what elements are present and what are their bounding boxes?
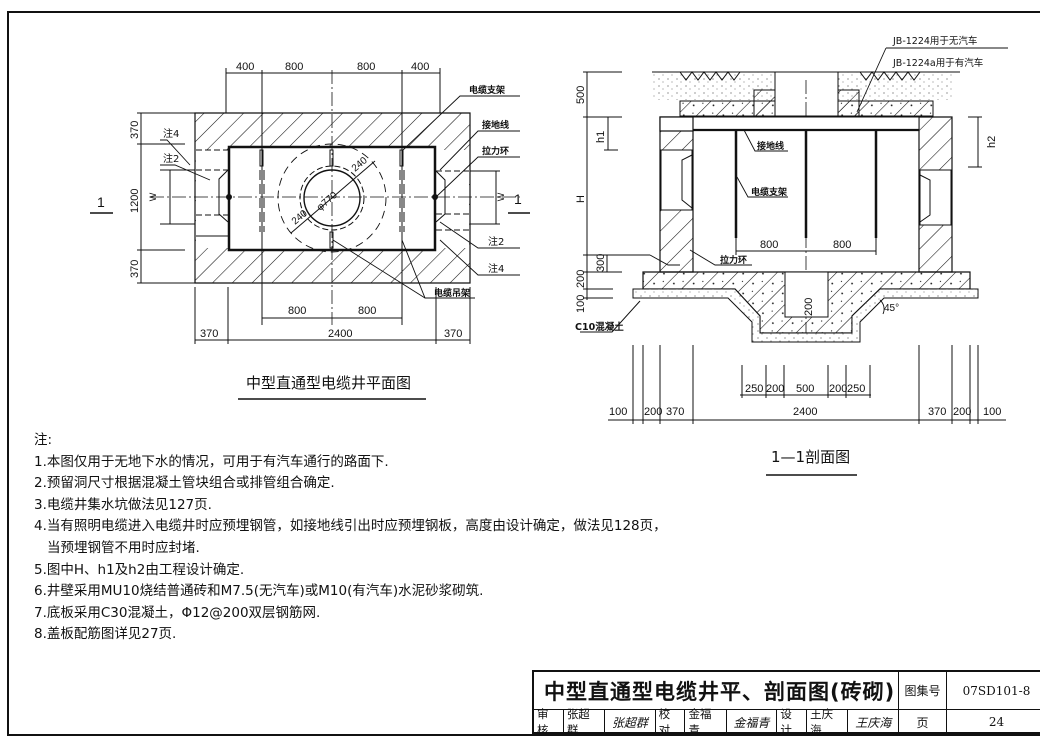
sump-pit [784,271,829,318]
section-bottom-dim-3: 370 [666,406,684,418]
section-view-title: 1—1剖面图 [771,448,850,466]
cover-label-no-vehicle: JB-1224用于无汽车 [892,35,977,47]
section-bottom-dim-4: 2400 [793,406,817,418]
plan-dim-top-2: 800 [285,61,303,73]
reviewer-name: 张超群 [564,707,606,737]
signature-row: 审核 张超群 张超群 校对 金福青 金福青 设计 王庆海 王庆海 [534,707,899,737]
plan-dim-bottom-outer-2: 2400 [328,328,352,340]
drawing-title: 中型直通型电缆井平、剖面图(砖砌) [534,672,899,710]
plan-callout-cable-hanger: 电缆吊架 [434,287,470,299]
plan-callout-note2-left: 注2 [163,152,179,165]
plan-dim-bottom-inner-1: 800 [288,305,306,317]
plan-circle-manhole [303,169,361,227]
plan-callout-pull-ring: 拉力环 [482,145,509,157]
section-dim-h2: h2 [986,136,998,148]
page-number: 24 [988,715,1005,729]
section-bottom-dim-1: 100 [609,406,627,418]
plan-cable-hangers [259,70,405,325]
section-cable-brackets [734,130,878,238]
manhole-neck [774,71,839,117]
plan-dim-top-4: 400 [411,61,429,73]
plan-dim-left-1: 370 [129,121,141,139]
plan-callout-note4-right: 注4 [488,262,504,275]
section-pit-dim-5: 250 [847,383,865,395]
cover-label-vehicle: JB-1224a用于有汽车 [892,57,983,69]
plan-width-mark-right: W [496,192,506,201]
section-inner-dim-2: 800 [833,239,851,251]
plan-section-mark-left: 1 [97,194,105,210]
section-view: 800 800 200 45° 500 h1 H 300 200 100 C10… [575,35,1008,476]
checker-signature: 金福青 [727,710,778,734]
drawing-frame [7,11,1040,736]
check-label: 校对 [656,707,686,737]
plan-callout-cable-bracket: 电缆支架 [469,84,505,96]
note-1: 1.本图仅用于无地下水的情况，可用于有汽车通行的路面下. [34,453,389,470]
plan-opening-right [436,150,469,248]
plan-dim-top-1: 400 [236,61,254,73]
section-concrete-label: C10混凝土 [575,321,624,333]
review-label: 审核 [534,707,564,737]
checker-name: 金福青 [685,707,727,737]
section-dim-200: 200 [575,270,587,288]
plan-dim-left-3: 370 [129,260,141,278]
note-2: 2.预留洞尺寸根据混凝土管块组合或排管组合确定. [34,475,335,492]
plan-circle-manhole-dashed [299,165,365,231]
section-bottom-dim-6: 200 [953,406,971,418]
section-callout-pull-ring: 拉力环 [720,254,747,266]
note-7: 7.底板采用C30混凝土，Φ12@200双层钢筋网. [34,604,321,621]
plan-width-mark-left: W [148,192,158,201]
designer-signature: 王庆海 [855,715,892,730]
notes-heading: 注: [34,432,53,448]
note-4: 4.当有照明电缆进入电缆井时应预埋钢管，如接地线引出时应预埋钢板，高度由设计确定… [34,518,667,535]
section-dim-H: H [575,195,587,203]
title-block: 中型直通型电缆井平、剖面图(砖砌) 图集号 07SD101-8 审核 张超群 张… [532,670,1040,737]
section-bottom-dim-7: 100 [983,406,1001,418]
plan-callout-note4-left: 注4 [163,127,179,140]
note-6: 6.井壁采用MU10烧结普通砖和M7.5(无汽车)或M10(有汽车)水泥砂浆砌筑… [34,583,484,600]
section-bottom-dim-5: 370 [928,406,946,418]
plan-dim-bottom-inner-2: 800 [358,305,376,317]
section-callout-cable-bracket: 电缆支架 [751,186,787,198]
section-dim-h1: h1 [595,131,607,143]
atlas-no: 07SD101-8 [947,672,1040,710]
note-3: 3.电缆井集水坑做法见127页. [34,496,212,513]
section-pit-depth: 200 [803,298,815,316]
cover-slab-left [679,100,776,117]
note-8: 8.盖板配筋图详见27页. [34,626,177,643]
section-angle: 45° [884,303,899,314]
page-label: 页 [899,710,947,734]
notes: 注: 1.本图仅用于无地下水的情况，可用于有汽车通行的路面下. 2.预留洞尺寸根… [34,430,667,646]
section-pit-dim-1: 250 [745,383,763,395]
plan-section-mark-right: 1 [514,191,522,207]
section-bottom-dim-2: 200 [644,406,662,418]
plan-view-title: 中型直通型电缆井平面图 [246,374,411,392]
note-4-continued: 当预埋钢管不用时应封堵. [47,539,200,556]
note-5: 5.图中H、h1及h2由工程设计确定. [34,561,245,578]
plan-dim-bottom-outer-1: 370 [200,328,218,340]
atlas-no-label: 图集号 [899,672,947,710]
plan-circle-outer [277,143,387,253]
plan-dim-bottom-outer-3: 370 [444,328,462,340]
plan-opening-left [196,150,228,248]
plan-callout-ground-wire: 接地线 [482,119,509,131]
section-callout-ground-wire: 接地线 [757,140,784,152]
plan-view: 400 800 800 400 370 1200 370 1 1 W W φ77… [90,61,530,400]
plan-dim-left-2: 1200 [129,189,141,213]
section-pit-dim-4: 200 [829,383,847,395]
plan-dim-top-3: 800 [357,61,375,73]
plan-callout-note2-right: 注2 [488,235,504,248]
cover-slab-right [837,100,934,117]
section-pit-dim-3: 500 [796,383,814,395]
designer-name: 王庆海 [807,707,849,737]
section-dim-500: 500 [575,86,587,104]
section-dim-100: 100 [575,295,587,313]
design-label: 设计 [777,707,808,737]
section-dim-300: 300 [595,254,607,272]
reviewer-signature: 张超群 [605,710,656,734]
section-pit-dim-2: 200 [766,383,784,395]
section-inner-dim-1: 800 [760,239,778,251]
